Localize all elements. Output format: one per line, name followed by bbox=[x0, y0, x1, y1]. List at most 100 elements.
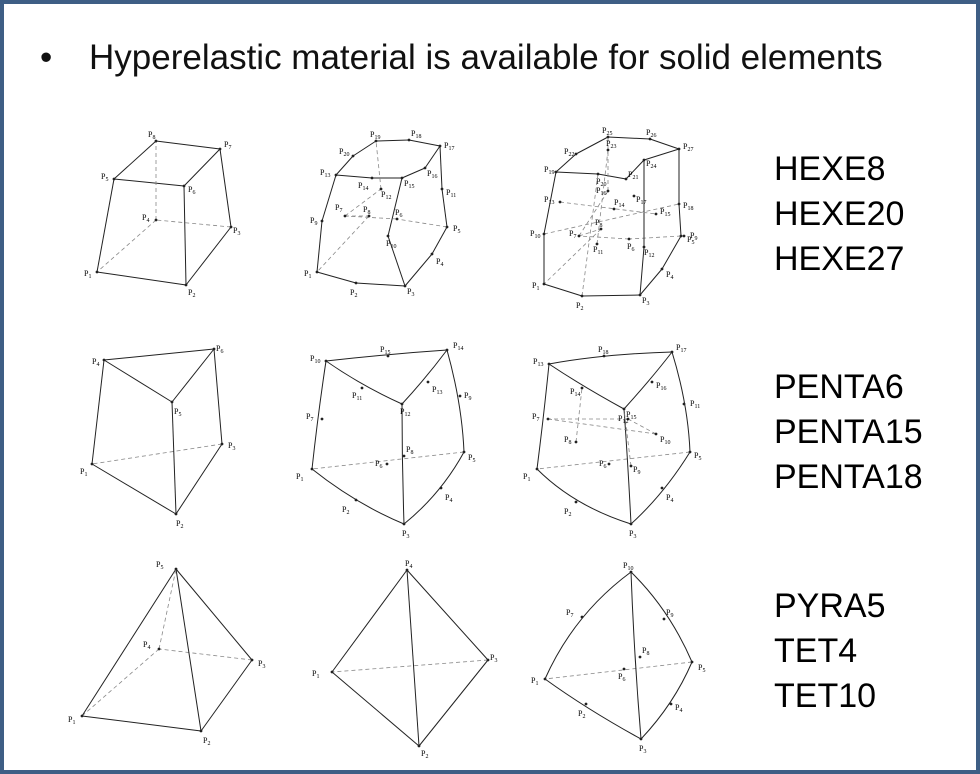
hexe27-edge bbox=[578, 190, 609, 237]
hexe20-node bbox=[334, 173, 338, 177]
hexe20-edge bbox=[316, 271, 357, 284]
penta18-node-label: P12 bbox=[618, 414, 628, 425]
hexe8-node bbox=[95, 270, 99, 274]
hexe8-node-label: P6 bbox=[188, 185, 195, 196]
hexe20-node bbox=[320, 219, 324, 223]
hexe27-node bbox=[599, 227, 603, 231]
hexe20-node bbox=[343, 214, 347, 218]
hexe27-edge bbox=[543, 283, 583, 297]
tet10-node-label: P6 bbox=[618, 672, 625, 683]
hexe20-node-label: P12 bbox=[381, 190, 391, 201]
tet10-node bbox=[639, 737, 643, 741]
penta6-node-label: P4 bbox=[92, 357, 99, 368]
penta6-node bbox=[170, 400, 174, 404]
pyra5-node-label: P1 bbox=[68, 715, 75, 726]
hexe8-edge bbox=[155, 140, 221, 150]
tet10-node bbox=[622, 667, 626, 671]
hexe27-node-label: P8 bbox=[595, 218, 602, 229]
tet4-node-label: P3 bbox=[490, 653, 497, 664]
penta18-node bbox=[622, 407, 626, 411]
penta18-node bbox=[546, 417, 550, 421]
penta18-node bbox=[602, 354, 606, 358]
pyra5-edge bbox=[175, 568, 253, 661]
hexe27-node bbox=[682, 234, 686, 238]
penta18-node bbox=[670, 350, 674, 354]
pyra5-node-label: P5 bbox=[156, 560, 163, 571]
tet10-edge bbox=[630, 571, 642, 740]
hexe20-node bbox=[370, 176, 374, 180]
hexe20-edge bbox=[439, 145, 443, 190]
hexe20-node-label: P13 bbox=[320, 168, 330, 179]
penta15-node bbox=[310, 467, 314, 471]
hexe20-node bbox=[440, 187, 444, 191]
hexe27-node bbox=[574, 152, 578, 156]
hexe27-node bbox=[580, 294, 584, 298]
tet10-node-label: P10 bbox=[623, 561, 633, 572]
hexe20-edge bbox=[387, 235, 406, 287]
penta18-node bbox=[629, 522, 633, 526]
hexe8-node bbox=[184, 283, 188, 287]
tet4-node bbox=[405, 568, 409, 572]
penta18-node bbox=[682, 402, 686, 406]
penta18-edge bbox=[536, 468, 632, 525]
penta15-node bbox=[385, 462, 389, 466]
hexe20-node-label: P9 bbox=[310, 216, 317, 227]
penta6-edge bbox=[103, 359, 173, 403]
tet4-node bbox=[417, 744, 421, 748]
penta15-node-label: P2 bbox=[342, 505, 349, 516]
tet4-node bbox=[486, 658, 490, 662]
hexe20-node-label: P16 bbox=[427, 169, 437, 180]
hexe27-node-label: P24 bbox=[646, 159, 656, 170]
penta6-node bbox=[212, 347, 216, 351]
penta18-node bbox=[547, 362, 551, 366]
hexe27-node-label: P16 bbox=[596, 186, 606, 197]
tet10-node-label: P8 bbox=[642, 646, 649, 657]
hexe27-node bbox=[595, 242, 599, 246]
hexe20-node-label: P14 bbox=[358, 181, 368, 192]
pyra5-node bbox=[174, 567, 178, 571]
penta18-edge bbox=[623, 351, 673, 410]
tet4-node-label: P2 bbox=[421, 749, 428, 760]
hexe20-edge bbox=[316, 215, 370, 273]
tet10-node bbox=[543, 677, 547, 681]
hexe27-node bbox=[660, 267, 664, 271]
hexe27-node bbox=[642, 158, 646, 162]
penta15-node-label: P9 bbox=[464, 391, 471, 402]
penta6-edge bbox=[91, 463, 177, 515]
hexe27-node bbox=[612, 207, 616, 211]
hexe20-node-label: P5 bbox=[453, 224, 460, 235]
hexe27-node bbox=[677, 147, 681, 151]
penta18-edge bbox=[536, 363, 550, 470]
label-hexe8: HEXE8 bbox=[774, 150, 886, 188]
hexe8-node bbox=[182, 184, 186, 188]
pyra5-edge bbox=[200, 659, 253, 732]
hexe20-node bbox=[445, 225, 449, 229]
hexe20-edge bbox=[375, 140, 382, 190]
penta18-edge bbox=[627, 418, 657, 435]
penta18-node bbox=[650, 380, 654, 384]
hexe20-node-label: P1 bbox=[304, 269, 311, 280]
hexe20-node-label: P3 bbox=[407, 287, 414, 298]
hexe27-node-label: P4 bbox=[666, 270, 673, 281]
hexe20-node-label: P4 bbox=[436, 257, 443, 268]
penta18-node-label: P15 bbox=[626, 410, 636, 421]
hexe27-node-label: P5 bbox=[687, 235, 694, 246]
penta18-figure: P1P2P3P4P5P6P7P8P9P10P11P12P13P14P15P16P… bbox=[523, 343, 701, 540]
penta6-node bbox=[220, 442, 224, 446]
hexe20-node bbox=[423, 166, 427, 170]
hexe20-edge bbox=[375, 139, 410, 142]
hexe27-node bbox=[677, 202, 681, 206]
penta15-node-label: P13 bbox=[432, 385, 442, 396]
pyra5-node-label: P2 bbox=[203, 736, 210, 747]
hexe20-edge bbox=[408, 139, 441, 147]
hexe20-edge bbox=[316, 220, 323, 273]
penta6-node bbox=[102, 358, 106, 362]
hexe8-node bbox=[218, 147, 222, 151]
penta18-node bbox=[654, 432, 658, 436]
hexe20-node-label: P11 bbox=[446, 188, 456, 199]
hexe27-node bbox=[542, 282, 546, 286]
penta15-node bbox=[386, 354, 390, 358]
